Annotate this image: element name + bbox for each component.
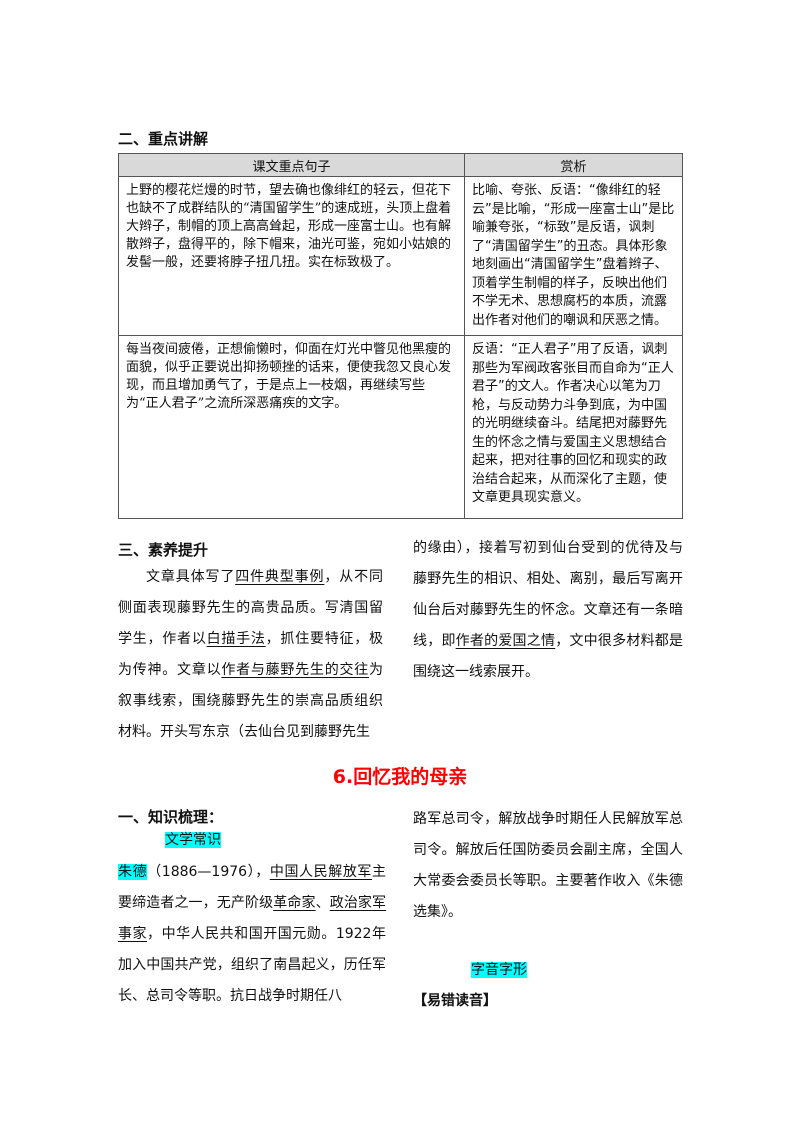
table-cell-sentence: 每当夜间疲倦，正想偷懒时，仰面在灯光中瞥见他黑瘦的面貌，似乎正要说出抑扬顿挫的话… <box>118 335 465 519</box>
underlined-phrase: 作者与藤野先生的交往 <box>221 662 370 678</box>
text-run: 文章具体写了 <box>146 569 236 585</box>
text-run: 为叙事线索，围绕藤野先生的崇高品质组织材料。开头写东京（去仙台见到藤野先生 <box>118 662 384 740</box>
text-run: 主要缔造者之一，无产阶级 <box>118 864 387 911</box>
error-prone-pronunciation-heading: 【易错读音】 <box>413 993 497 1009</box>
table-cell-analysis: 比喻、夸张、反语：“像绯红的轻云”是比喻，“形成一座富士山”是比喻兼夸张，“标致… <box>464 176 683 336</box>
section-3-heading: 三、素养提升 <box>118 541 209 559</box>
underlined-phrase: 作者的爱国之情 <box>455 633 556 649</box>
text-run: ，文中很多材料都是围绕这一线索展开。 <box>413 633 684 680</box>
chapter-title: 6.回忆我的母亲 <box>332 766 468 788</box>
literary-knowledge-subheading: 文学常识 <box>165 830 221 850</box>
text-run: ，中华人民共和国开国元勋。1922年加入中国共产党，组织了南昌起义，历任军长、总… <box>118 926 386 1004</box>
key-sentences-table: 课文重点句子 赏析 上野的樱花烂熳的时节，望去确也像绯红的轻云，但花下也缺不了成… <box>118 153 683 519</box>
highlighted-label: 字音字形 <box>471 962 527 978</box>
underlined-phrase: 军事家 <box>118 895 387 942</box>
underlined-phrase: 政治家 <box>329 895 373 911</box>
table-row: 每当夜间疲倦，正想偷懒时，仰面在灯光中瞥见他黑瘦的面貌，似乎正要说出抑扬顿挫的话… <box>118 335 683 519</box>
text-run: 的缘由），接着写初到仙台受到的优待及与藤野先生的相识、相处、离别，最后写离开仙台… <box>413 540 683 649</box>
highlighted-label: 文学常识 <box>165 832 221 848</box>
text-run: ，从不同侧面表现藤野先生的高贵品质。写清国留学生，作者以 <box>118 569 384 647</box>
knowledge-left-paragraph: 朱德（1886—1976），中国人民解放军主要缔造者之一，无产阶级革命家、政治家… <box>118 857 386 1012</box>
knowledge-heading: 一、知识梳理： <box>118 808 224 826</box>
underlined-phrase: 四件典型事例 <box>235 569 325 585</box>
table-header-analysis: 赏析 <box>464 153 683 177</box>
table-row: 上野的樱花烂熳的时节，望去确也像绯红的轻云，但花下也缺不了成群结队的“清国留学生… <box>118 176 683 336</box>
table-cell-sentence: 上野的樱花烂熳的时节，望去确也像绯红的轻云，但花下也缺不了成群结队的“清国留学生… <box>118 176 465 336</box>
underlined-phrase: 白描手法 <box>206 631 266 647</box>
section-3-left-paragraph: 文章具体写了四件典型事例，从不同侧面表现藤野先生的高贵品质。写清国留学生，作者以… <box>118 562 383 748</box>
underlined-phrase: 中国人民解放军 <box>269 864 373 880</box>
section-2-heading: 二、重点讲解 <box>118 130 209 148</box>
text-run: 、 <box>315 895 330 911</box>
table-header-row: 课文重点句子 赏析 <box>118 153 683 177</box>
highlighted-name: 朱德 <box>118 864 148 880</box>
text-run: ，抓住要特征，极为传神。文章以 <box>118 631 384 678</box>
section-3-right-paragraph: 的缘由），接着写初到仙台受到的优待及与藤野先生的相识、相处、离别，最后写离开仙台… <box>413 533 683 688</box>
knowledge-right-paragraph: 路军总司令，解放战争时期任人民解放军总司令。解放后任国防委员会副主席，全国人大常… <box>413 811 683 920</box>
pronunciation-subheading: 字音字形 <box>471 960 527 980</box>
table-header-sentence: 课文重点句子 <box>118 153 465 177</box>
table-cell-analysis: 反语：“正人君子”用了反语，讽刺那些为军阀政客张目而自命为“正人君子”的文人。作… <box>464 335 683 519</box>
underlined-phrase: 革命家 <box>273 895 316 911</box>
text-run: （1886—1976）， <box>147 864 270 880</box>
